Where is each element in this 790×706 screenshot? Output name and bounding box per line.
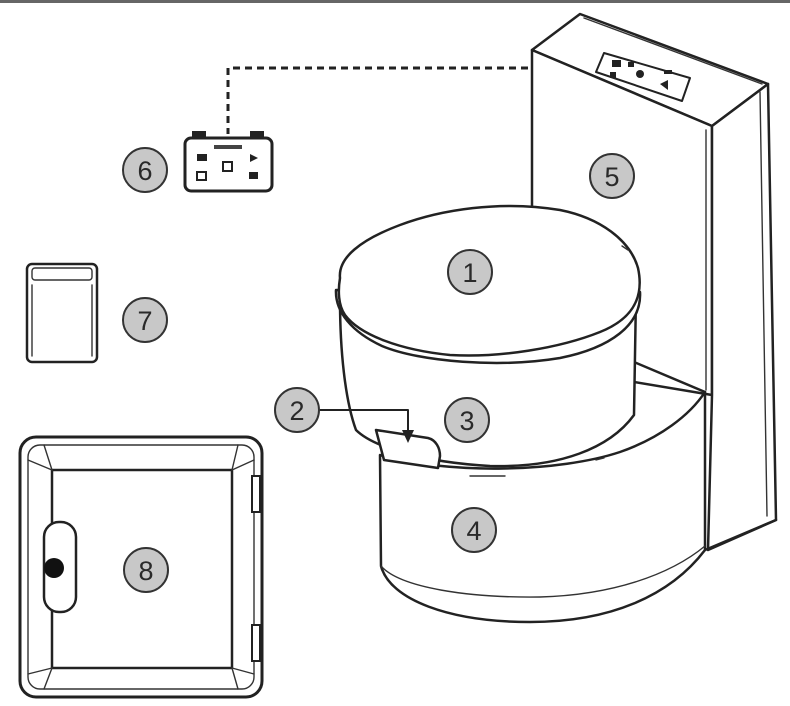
door-hinge: [251, 475, 261, 513]
remote-button-icon: [196, 171, 207, 181]
callout-4: 4: [451, 507, 497, 553]
remote-arrow-icon: [250, 154, 258, 162]
callout-3: 3: [444, 397, 490, 443]
cassette-handle: [374, 428, 442, 470]
remote-button-icon: [222, 161, 233, 172]
callout-6-label: 6: [137, 156, 152, 186]
callout-5: 5: [589, 153, 635, 199]
remote-mount-tab: [192, 131, 206, 140]
toilet-base: [378, 360, 778, 624]
panel-light-icon: [664, 70, 672, 74]
callout-1-label: 1: [462, 258, 477, 288]
tank-control-panel: [595, 52, 691, 102]
door-latch-knob: [44, 558, 64, 578]
callout-8-label: 8: [138, 556, 153, 586]
panel-light-icon: [628, 62, 634, 67]
callout-5-label: 5: [604, 162, 619, 192]
callout-2: 2: [274, 387, 320, 433]
callout-1: 1: [447, 249, 493, 295]
remote-mount-tab: [250, 131, 264, 140]
callout-2-leader-arrow: [319, 409, 414, 443]
callout-6: 6: [122, 147, 168, 193]
callout-3-label: 3: [459, 406, 474, 436]
remote-button-icon: [197, 154, 207, 161]
callout-8: 8: [123, 547, 169, 593]
callout-7: 7: [122, 297, 168, 343]
remote-control-panel: [183, 131, 274, 193]
panel-light-icon: [610, 72, 616, 78]
top-border: [0, 0, 790, 3]
callout-4-label: 4: [466, 516, 481, 546]
door-hinge: [251, 624, 261, 662]
remote-button-icon: [249, 172, 258, 179]
panel-button-icon: [612, 60, 621, 67]
connection-cable-dashed: [226, 66, 600, 134]
panel-arrow-icon: [660, 80, 668, 90]
remote-logo-icon: [214, 145, 242, 149]
small-cover-component: [25, 262, 99, 364]
panel-indicator-icon: [636, 70, 644, 78]
callout-7-label: 7: [137, 306, 152, 336]
callout-2-label: 2: [289, 396, 304, 426]
